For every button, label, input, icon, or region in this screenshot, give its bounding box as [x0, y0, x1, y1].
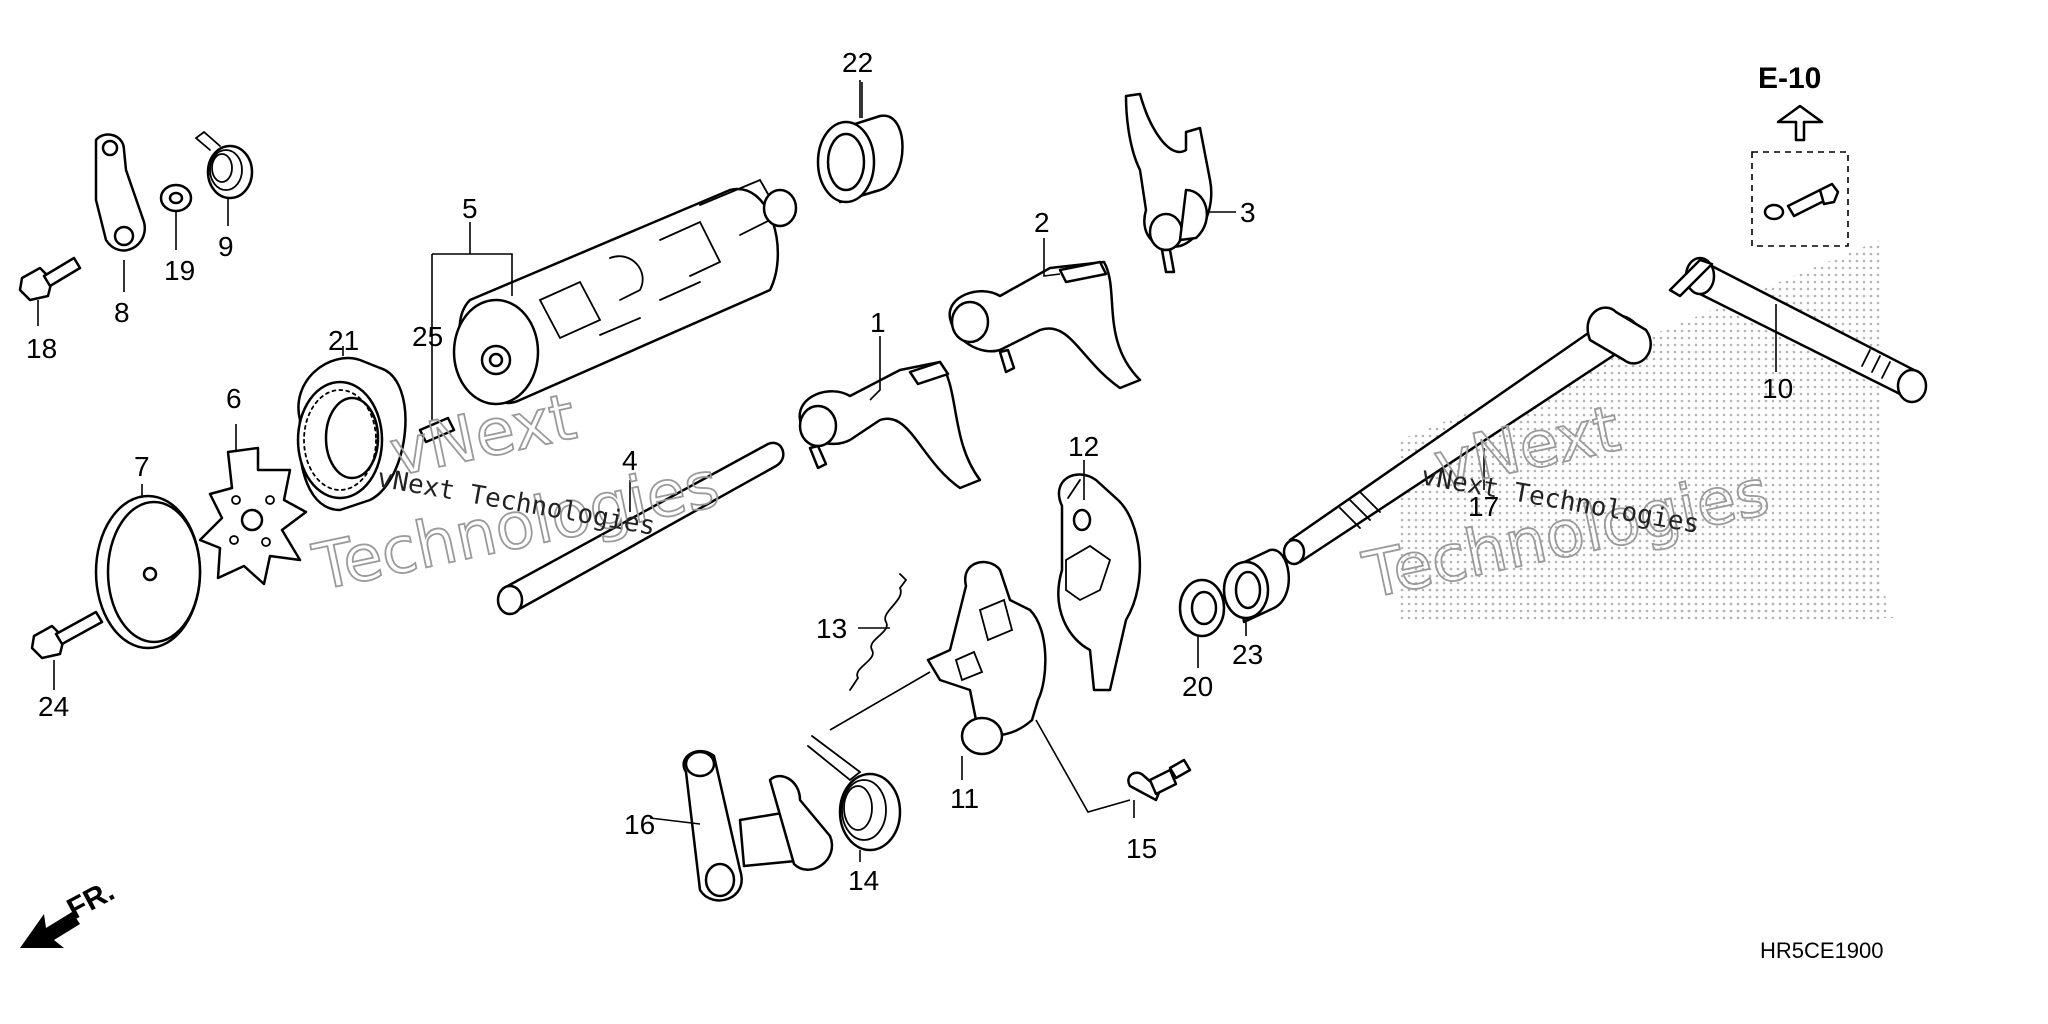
part-19-washer [159, 183, 193, 213]
callout-19: 19 [164, 255, 195, 286]
part-8-plate [94, 133, 147, 252]
part-1-shift-fork [798, 360, 982, 490]
callout-16: 16 [624, 809, 655, 840]
callout-1: 1 [870, 307, 886, 338]
callout-24: 24 [38, 691, 69, 722]
part-22-bearing [816, 114, 904, 204]
dotted-shadow: HONDA [1400, 240, 1897, 646]
part-3-shift-fork [1124, 92, 1213, 274]
part-2-shift-fork [948, 260, 1142, 390]
e10-reference [1751, 104, 1849, 247]
callout-25: 25 [412, 321, 443, 352]
part-23-bearing [1222, 548, 1290, 624]
part-25-pin [418, 416, 456, 444]
part-18-bolt [18, 256, 82, 302]
diagram-code: HR5CE1900 [1760, 938, 1884, 963]
part-9-spring [194, 130, 254, 200]
callout-10: 10 [1762, 373, 1793, 404]
part-12-stopper-plate [1057, 473, 1142, 692]
callout-3: 3 [1240, 197, 1256, 228]
leader-lines [37, 80, 1777, 862]
callout-18: 18 [26, 333, 57, 364]
part-11-gearshift-plate [926, 560, 1047, 756]
callout-4: 4 [622, 445, 638, 476]
part-13-spring [849, 573, 908, 691]
callout-11: 11 [950, 783, 979, 814]
callout-14: 14 [848, 865, 879, 896]
part-7-cover-plate [94, 494, 202, 650]
callout-6: 6 [226, 383, 242, 414]
part-24-bolt [30, 610, 104, 660]
part-6-star-plate [198, 446, 308, 586]
part-17-gearshift-spindle [1282, 306, 1652, 566]
part-20-washer [1178, 578, 1226, 638]
callout-23: 23 [1232, 639, 1263, 670]
callout-12: 12 [1068, 431, 1099, 462]
callout-20: 20 [1182, 671, 1213, 702]
callout-15: 15 [1126, 833, 1157, 864]
callout-21: 21 [328, 325, 359, 356]
part-21-oil-seal [296, 356, 407, 512]
e10-label: E-10 [1758, 62, 1821, 95]
callout-numbers: 18 8 19 9 5 25 21 6 7 24 22 4 1 2 3 12 1… [26, 47, 1793, 896]
callout-7: 7 [134, 451, 150, 482]
callout-22: 22 [842, 47, 873, 78]
part-15-pin-bolt [1127, 758, 1192, 802]
front-arrow [20, 912, 80, 948]
callout-5: 5 [462, 193, 478, 224]
callout-9: 9 [218, 231, 234, 262]
brand-shadow-text: HONDA [1420, 500, 1897, 646]
part-5-shift-drum [452, 178, 798, 406]
callout-8: 8 [114, 297, 130, 328]
part-16-shift-arm [682, 750, 834, 902]
part-10-gearshift-spindle [1668, 256, 1928, 404]
part-4-shift-fork-shaft [496, 441, 785, 616]
callout-13: 13 [816, 613, 847, 644]
callout-17: 17 [1468, 491, 1499, 522]
part-14-spring [807, 735, 902, 852]
callout-2: 2 [1034, 207, 1050, 238]
